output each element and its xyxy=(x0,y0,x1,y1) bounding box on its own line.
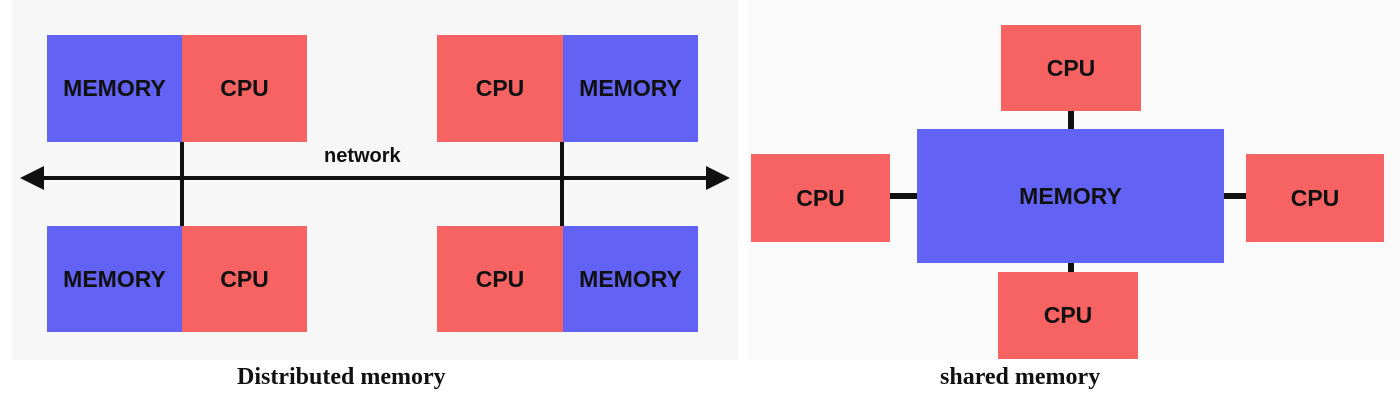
cpu-right: CPU xyxy=(1246,154,1384,242)
node-1-memory: MEMORY xyxy=(47,35,182,142)
connector-top xyxy=(1068,110,1074,130)
cpu-left: CPU xyxy=(751,154,890,242)
node-connector-right xyxy=(560,142,564,226)
distributed-memory-caption: Distributed memory xyxy=(237,364,446,390)
connector-bottom xyxy=(1068,262,1074,274)
node-3-cpu: CPU xyxy=(182,226,307,332)
shared-memory-caption: shared memory xyxy=(940,364,1101,390)
network-arrowhead-left xyxy=(20,166,44,190)
node-2-memory: MEMORY xyxy=(563,35,698,142)
node-4-cpu: CPU xyxy=(437,226,563,332)
cpu-top: CPU xyxy=(1001,25,1141,111)
network-arrowhead-right xyxy=(706,166,730,190)
shared-memory-block: MEMORY xyxy=(917,129,1224,263)
cpu-bottom: CPU xyxy=(998,272,1138,359)
node-1-cpu: CPU xyxy=(182,35,307,142)
connector-left xyxy=(890,193,918,199)
node-4-memory: MEMORY xyxy=(563,226,698,332)
network-label: network xyxy=(324,145,401,167)
node-2-cpu: CPU xyxy=(437,35,563,142)
connector-right xyxy=(1224,193,1248,199)
node-connector-left xyxy=(180,142,184,226)
node-3-memory: MEMORY xyxy=(47,226,182,332)
